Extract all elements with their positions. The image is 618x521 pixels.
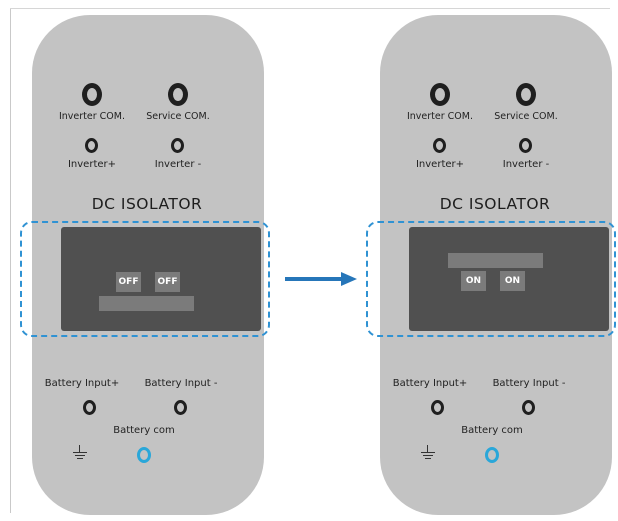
battery-com-port-icon (137, 447, 151, 463)
battery-plus-port-icon (83, 400, 96, 415)
switch-slider-bar (99, 296, 194, 311)
battery-input-minus-label: Battery Input - (492, 378, 566, 389)
frame-line-top (10, 8, 610, 9)
highlight-dashed-box-right (366, 221, 616, 337)
inverter-com-label: Inverter COM. (406, 111, 474, 122)
inverter-minus-port-icon (171, 138, 184, 153)
service-com-port-icon (516, 83, 536, 106)
battery-plus-port-icon (431, 400, 444, 415)
inverter-com-port-icon (430, 83, 450, 106)
battery-com-label: Battery com (461, 425, 523, 436)
inverter-minus-port-icon (519, 138, 532, 153)
highlight-dashed-box-left (20, 221, 270, 337)
arrow-right-icon (285, 272, 357, 286)
inverter-plus-port-icon (85, 138, 98, 153)
switch-box: ON ON (409, 227, 609, 331)
battery-com-port-icon (485, 447, 499, 463)
battery-minus-port-icon (522, 400, 535, 415)
inverter-plus-label: Inverter+ (67, 159, 117, 170)
battery-com-label: Battery com (113, 425, 175, 436)
switch-button-left[interactable]: OFF (116, 272, 141, 292)
switch-button-right[interactable]: OFF (155, 272, 180, 292)
inverter-minus-label: Inverter - (502, 159, 550, 170)
service-com-port-icon (168, 83, 188, 106)
switch-button-right[interactable]: ON (500, 271, 525, 291)
inverter-minus-label: Inverter - (154, 159, 202, 170)
inverter-com-label: Inverter COM. (58, 111, 126, 122)
inverter-com-port-icon (82, 83, 102, 106)
dc-isolator-title: DC ISOLATOR (91, 195, 203, 213)
battery-input-plus-label: Battery Input+ (392, 378, 468, 389)
inverter-plus-port-icon (433, 138, 446, 153)
device-panel-left: Inverter COM. Service COM. Inverter+ Inv… (32, 15, 264, 515)
switch-button-left[interactable]: ON (461, 271, 486, 291)
inverter-plus-label: Inverter+ (415, 159, 465, 170)
service-com-label: Service COM. (494, 111, 558, 122)
ground-icon (421, 445, 435, 463)
switch-box: OFF OFF (61, 227, 261, 331)
battery-minus-port-icon (174, 400, 187, 415)
service-com-label: Service COM. (146, 111, 210, 122)
dc-isolator-title: DC ISOLATOR (439, 195, 551, 213)
battery-input-minus-label: Battery Input - (144, 378, 218, 389)
frame-line-left (10, 8, 11, 513)
switch-slider-bar (448, 253, 543, 268)
ground-icon (73, 445, 87, 463)
battery-input-plus-label: Battery Input+ (44, 378, 120, 389)
device-panel-right: Inverter COM. Service COM. Inverter+ Inv… (380, 15, 612, 515)
